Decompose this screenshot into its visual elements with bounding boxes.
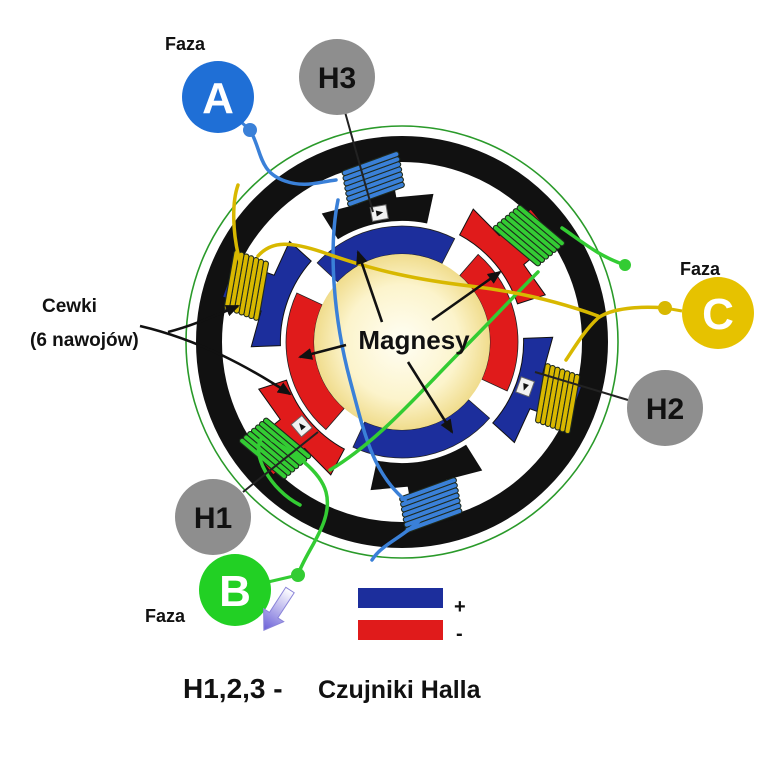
hall-sensor-marker-icon	[523, 382, 529, 391]
coil-turn	[516, 204, 565, 247]
wire-b-stub	[256, 436, 302, 507]
wire-b-cross	[328, 270, 540, 472]
rotor-core	[314, 254, 490, 430]
wire-a-cross	[331, 198, 407, 502]
magnet-pointers	[298, 250, 502, 434]
hall-h2-label: H2	[646, 393, 684, 426]
stator-poles	[221, 151, 583, 533]
phase-a-letter: A	[202, 74, 234, 123]
polarity-legend: + -	[358, 588, 466, 645]
hall-h1-callout-line	[242, 431, 319, 493]
phase-c-wiring	[231, 183, 667, 362]
coil-pointers	[139, 304, 292, 396]
pole-core	[370, 444, 483, 528]
coil-turn	[341, 151, 400, 177]
stator-pole	[492, 336, 583, 444]
phase-b-letter: B	[219, 567, 251, 616]
wire-c-lead	[564, 305, 667, 362]
coil-winding	[492, 204, 565, 267]
wire-c-stub	[231, 183, 242, 264]
hall-sensor-marker-icon	[299, 423, 306, 431]
coil-pointer	[139, 324, 292, 396]
wire-c-cross	[256, 242, 600, 318]
magnets-label: Magnesy	[358, 325, 470, 355]
hall-h3-label: H3	[318, 62, 356, 95]
phase-b-badge	[199, 554, 271, 626]
hall-h1-badge	[175, 479, 251, 555]
rotation-arrow-icon	[263, 586, 295, 632]
legend-plus-label: +	[454, 596, 466, 618]
neutral-terminal	[619, 259, 631, 271]
hall-h2-callout-line	[534, 371, 629, 401]
phase-a-wiring	[248, 128, 422, 562]
magnet-pointer	[356, 250, 384, 323]
phase-c-label: Faza	[680, 259, 721, 279]
coil-turn	[564, 373, 581, 435]
coil-winding	[341, 151, 405, 207]
phase-c-link	[664, 306, 683, 313]
legend-minus-swatch	[358, 620, 443, 640]
caption-description: Czujniki Halla	[318, 676, 482, 704]
coils-title: Cewki	[42, 296, 97, 317]
stator-pole	[321, 151, 434, 240]
wire-a-lead	[248, 128, 338, 187]
phase-b-label: Faza	[145, 606, 186, 626]
outer-housing-circle	[185, 125, 619, 559]
magnet-pointer	[406, 361, 454, 434]
phase-b-link	[267, 573, 299, 584]
phase-a-badge	[182, 61, 254, 133]
coil-pointer	[167, 304, 240, 334]
hall-sensor-marker-icon	[375, 210, 384, 217]
caption-sensors: H1,2,3 -	[183, 673, 283, 704]
wire-b-neutral	[560, 226, 627, 267]
hall-h1-label: H1	[194, 502, 232, 535]
phase-a-label: Faza	[165, 34, 206, 54]
legend-minus-label: -	[456, 623, 463, 645]
wire-a-return	[370, 518, 422, 562]
pole-core	[321, 156, 434, 240]
hall-h2-badge	[627, 370, 703, 446]
magnet-pointer	[431, 270, 502, 322]
hall-h3-callout-line	[344, 111, 374, 213]
hall-h3-badge	[299, 39, 375, 115]
phase-c-letter: C	[702, 290, 734, 339]
magnet-pointer	[298, 343, 347, 360]
phase-c-badge	[682, 277, 754, 349]
coil-winding	[535, 363, 581, 435]
legend-plus-swatch	[358, 588, 443, 608]
coils-count: (6 nawojów)	[30, 330, 139, 351]
